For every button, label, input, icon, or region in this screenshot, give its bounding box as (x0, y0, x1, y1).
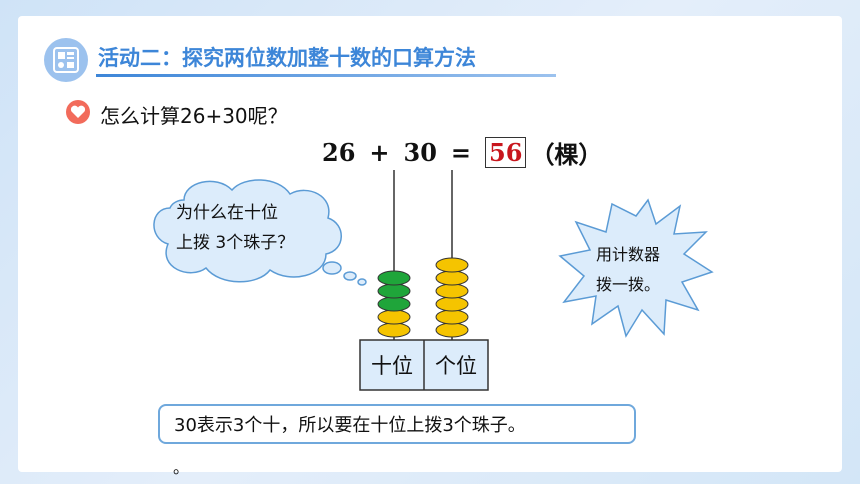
tens-bead (377, 309, 411, 325)
tens-bead (377, 270, 411, 286)
question-text: 怎么计算26+30呢？ (100, 104, 288, 128)
thought-bubble (153, 179, 342, 283)
plus-sign: + (369, 138, 390, 167)
activity-title: 活动二：探究两位数加整十数的口算方法 (98, 46, 476, 70)
tens-label: 十位 (371, 354, 413, 378)
explanation-box: 30表示3个十，所以要在十位上拨3个珠子。 (158, 404, 636, 444)
slide-card (18, 16, 842, 472)
title-underline (96, 74, 556, 77)
thought-dots (322, 261, 367, 286)
ones-bead (435, 322, 469, 338)
tens-bead (377, 283, 411, 299)
answer-box: 56 (485, 137, 527, 168)
thought-line-1: 为什么在十位 (176, 203, 278, 223)
heart-icon (66, 100, 90, 124)
thought-bubble-text: 为什么在十位 上拨 3个珠子？ (176, 198, 316, 258)
thought-line-2: 上拨 3个珠子？ (176, 233, 295, 253)
ones-bead (435, 309, 469, 325)
ones-bead (435, 257, 469, 273)
burst-bubble (558, 198, 714, 338)
equals-sign: = (450, 138, 472, 167)
ones-label: 个位 (435, 354, 477, 378)
burst-bubble-text: 用计数器 拨一拨。 (596, 240, 680, 300)
tens-bead (377, 322, 411, 338)
equation: 26 + 30 = 56 （棵） (322, 135, 602, 170)
unit-label: （棵） (530, 141, 603, 169)
explanation-text: 30表示3个十，所以要在十位上拨3个珠子。 (174, 415, 526, 436)
ones-bead (435, 296, 469, 312)
burst-line-2: 拨一拨。 (596, 275, 661, 294)
abacus (359, 170, 489, 391)
stray-period: 。 (173, 458, 190, 477)
burst-line-1: 用计数器 (596, 245, 661, 264)
ones-bead (435, 270, 469, 286)
tens-bead (377, 296, 411, 312)
ones-bead (435, 283, 469, 299)
addend-a: 26 (322, 138, 356, 167)
activity-icon (44, 38, 88, 82)
addend-b: 30 (403, 138, 437, 167)
